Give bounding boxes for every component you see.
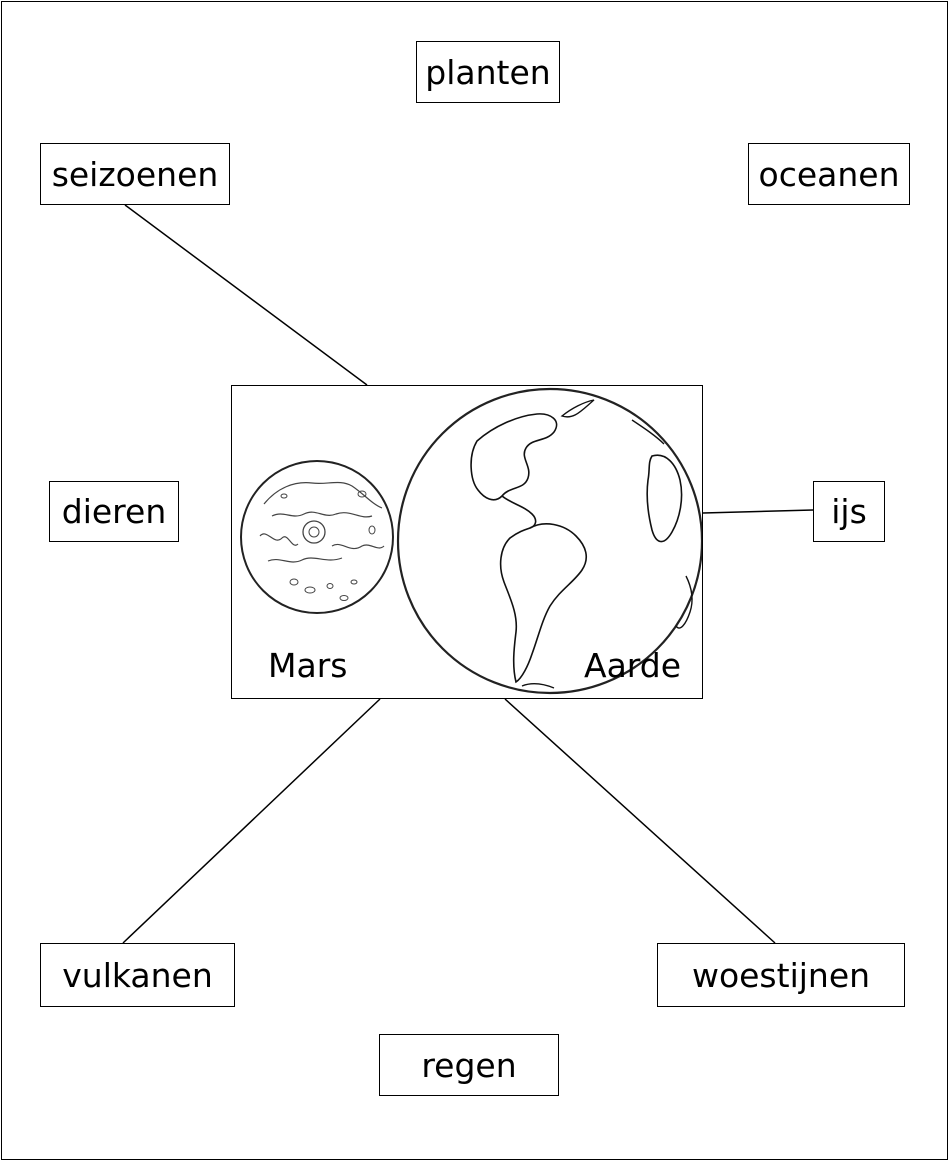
word-box-vulkanen[interactable]: vulkanen bbox=[40, 943, 235, 1007]
word-label: woestijnen bbox=[691, 955, 871, 995]
word-label: dieren bbox=[61, 492, 167, 531]
earth-label: Aarde bbox=[584, 646, 682, 685]
line-vulkanen bbox=[122, 698, 381, 944]
word-label: regen bbox=[421, 1045, 517, 1085]
planets-drawing bbox=[240, 387, 702, 695]
line-ijs bbox=[702, 509, 814, 514]
word-label: vulkanen bbox=[62, 955, 213, 995]
line-seizoenen bbox=[124, 204, 368, 386]
earth-illustration bbox=[396, 387, 702, 695]
word-label: ijs bbox=[831, 492, 867, 531]
word-box-seizoenen[interactable]: seizoenen bbox=[40, 143, 230, 205]
planets-image: Mars Aarde bbox=[231, 385, 703, 699]
word-label: planten bbox=[425, 52, 551, 92]
word-box-ijs[interactable]: ijs bbox=[813, 481, 885, 542]
word-box-regen[interactable]: regen bbox=[379, 1034, 559, 1096]
word-box-oceanen[interactable]: oceanen bbox=[748, 143, 910, 205]
line-woestijnen bbox=[504, 698, 776, 944]
word-label: oceanen bbox=[758, 154, 900, 194]
word-box-planten[interactable]: planten bbox=[416, 41, 560, 103]
mars-label: Mars bbox=[268, 646, 348, 685]
word-box-woestijnen[interactable]: woestijnen bbox=[657, 943, 905, 1007]
word-box-dieren[interactable]: dieren bbox=[49, 481, 179, 542]
mars-illustration bbox=[240, 460, 394, 614]
word-label: seizoenen bbox=[51, 154, 219, 194]
